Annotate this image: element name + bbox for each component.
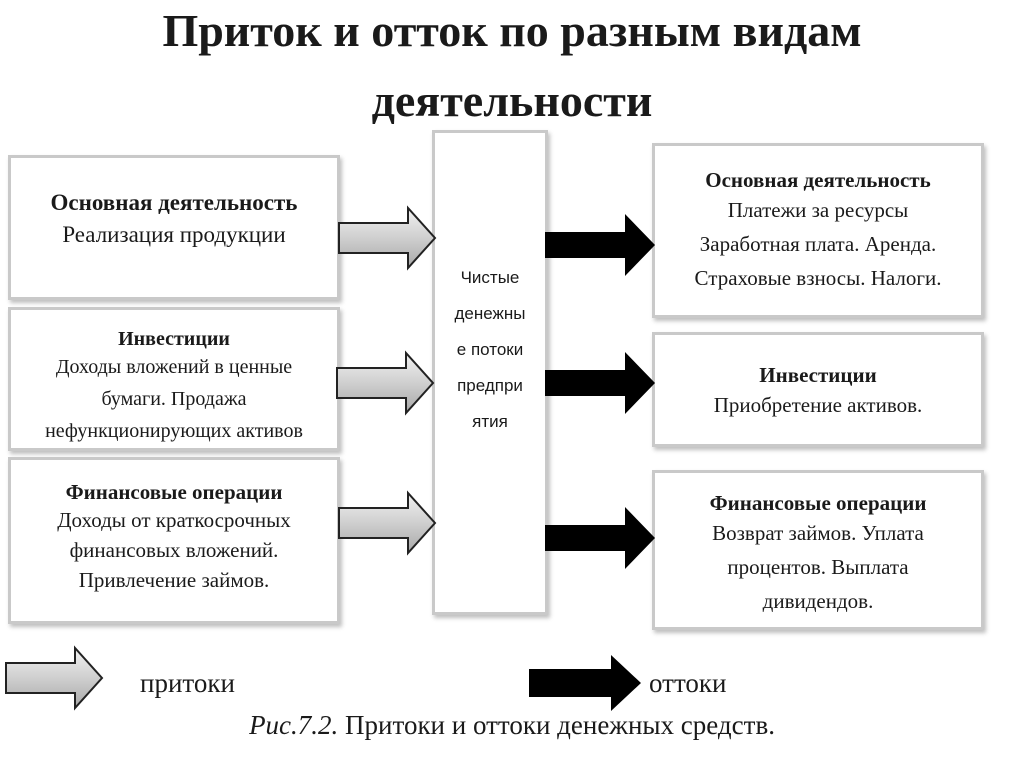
outflow-arrow-financing: [545, 507, 655, 569]
net-cash-flows-line: предпри: [457, 376, 523, 395]
outflow-box-investing: Инвестиции Приобретение активов.: [652, 332, 984, 447]
outflow-box-operating: Основная деятельность Платежи за ресурсы…: [652, 143, 984, 318]
outflow-financing-heading: Финансовые операции: [709, 491, 927, 515]
net-cash-flows-box: Чистые денежны е потоки предпри ятия: [432, 130, 548, 615]
inflow-operating-heading: Основная деятельность: [50, 190, 298, 215]
inflow-arrow-operating: [338, 205, 437, 271]
net-cash-flows-line: денежны: [454, 304, 526, 323]
net-cash-flows-line: е потоки: [456, 340, 524, 359]
outflow-operating-line: Страховые взносы. Налоги.: [694, 266, 942, 290]
inflow-box-operating: Основная деятельность Реализация продукц…: [8, 155, 340, 300]
outflow-investing-heading: Инвестиции: [759, 363, 877, 387]
diagram-title-line-2: деятельности: [371, 75, 653, 126]
legend-inflow-arrow: [5, 645, 104, 711]
outflow-financing-line: процентов. Выплата: [727, 555, 909, 579]
inflow-investing-line: Доходы вложений в ценные: [55, 356, 293, 378]
legend-inflow-label: притоки: [140, 668, 235, 698]
inflow-arrow-investing: [336, 350, 435, 416]
figure-number: Рис.7.2.: [249, 710, 339, 740]
diagram-title-line-1: Приток и отток по разным видам: [162, 5, 862, 56]
outflow-financing-line: дивидендов.: [762, 589, 874, 613]
inflow-investing-heading: Инвестиции: [118, 328, 230, 350]
inflow-arrow-financing: [338, 490, 437, 556]
legend-outflow-label: оттоки: [649, 668, 727, 698]
outflow-operating-line: Платежи за ресурсы: [727, 198, 909, 222]
outflow-investing-line: Приобретение активов.: [713, 393, 923, 417]
net-cash-flows-line: Чистые: [460, 268, 520, 287]
outflow-arrow-operating: [545, 214, 655, 276]
inflow-investing-line: нефункционирующих активов: [45, 420, 303, 442]
inflow-financing-line: Привлечение займов.: [78, 568, 270, 592]
inflow-financing-line: Доходы от краткосрочных: [57, 508, 291, 532]
inflow-investing-line: бумаги. Продажа: [101, 388, 247, 410]
figure-caption: Рис.7.2. Притоки и оттоки денежных средс…: [0, 710, 1024, 741]
outflow-operating-line: Заработная плата. Аренда.: [699, 232, 937, 256]
outflow-operating-heading: Основная деятельность: [705, 168, 931, 192]
inflow-financing-line: финансовых вложений.: [69, 538, 279, 562]
inflow-financing-heading: Финансовые операции: [65, 480, 283, 504]
outflow-arrow-investing: [545, 352, 655, 414]
figure-caption-text: Притоки и оттоки денежных средств.: [345, 710, 775, 740]
inflow-operating-line: Реализация продукции: [62, 222, 286, 247]
outflow-box-financing: Финансовые операции Возврат займов. Упла…: [652, 470, 984, 630]
legend-outflow-arrow: [529, 655, 641, 711]
net-cash-flows-line: ятия: [472, 412, 508, 431]
inflow-box-investing: Инвестиции Доходы вложений в ценные бума…: [8, 307, 340, 451]
inflow-box-financing: Финансовые операции Доходы от краткосроч…: [8, 457, 340, 624]
outflow-financing-line: Возврат займов. Уплата: [712, 521, 924, 545]
